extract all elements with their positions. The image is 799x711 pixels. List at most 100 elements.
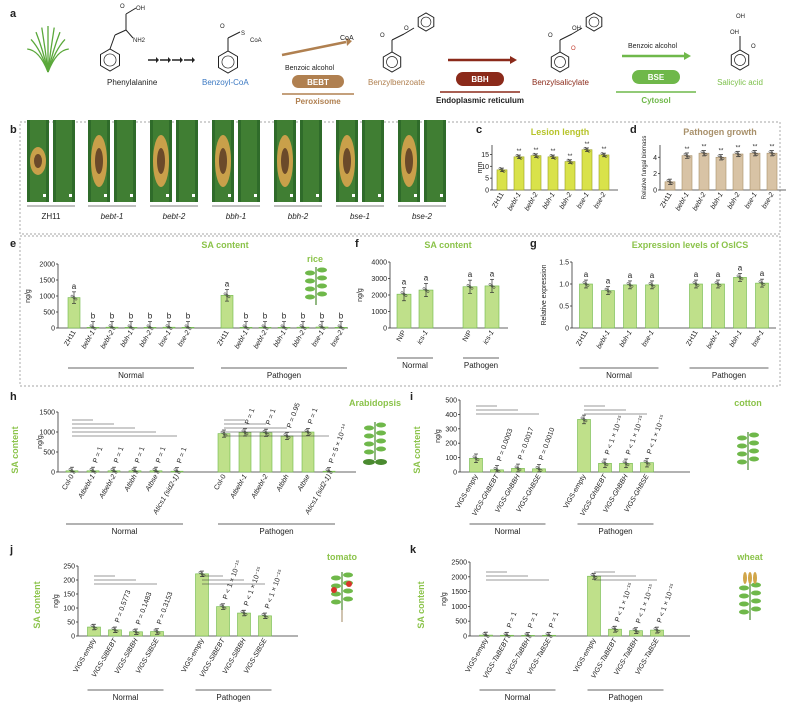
y-tick-label: 500 — [455, 619, 467, 626]
category-label: bebt-1 — [675, 191, 691, 212]
data-point — [628, 283, 632, 287]
panel-ylabel: SA content — [412, 426, 422, 473]
atom-label: OH — [736, 14, 745, 20]
category-label: bbh-2 — [727, 191, 742, 210]
y-tick-label: 15 — [481, 152, 489, 159]
y-tick-label: 0 — [653, 188, 657, 195]
significance-letter: a — [760, 269, 765, 278]
scale-mark — [43, 194, 46, 197]
data-point — [734, 151, 738, 154]
panel-letter: b — [10, 124, 17, 136]
lesion-length-chart: 051015mmZH11**bebt-1**bebt-2**bbh-1**bbh… — [477, 127, 618, 212]
leaf-icon — [376, 446, 386, 452]
significance-letter: b — [129, 312, 134, 321]
data-point — [263, 614, 267, 618]
data-point — [482, 632, 486, 635]
leaf-icon — [317, 275, 327, 281]
scale-mark — [378, 194, 381, 197]
significance-letter: b — [301, 311, 306, 320]
scale-mark — [316, 194, 319, 197]
data-point — [700, 150, 704, 154]
enzyme-pill — [456, 72, 504, 86]
scale-mark — [290, 194, 293, 197]
leaf-icon — [317, 291, 327, 297]
leaf-icon — [737, 435, 747, 441]
y-tick-label: 200 — [445, 441, 457, 448]
lesion-core — [343, 148, 351, 174]
y-tick-label: 4000 — [371, 260, 387, 267]
data-point — [112, 469, 116, 473]
significance-letter: a — [628, 271, 633, 280]
wheat-sa-chart: 05001000150020002500ng/gVIGS-emptyVIGS-T… — [441, 560, 690, 702]
significance-letter: a — [650, 271, 655, 280]
category-label: Atbse — [144, 473, 160, 493]
significance-stars: ** — [602, 147, 607, 153]
data-point — [718, 284, 722, 287]
category-label: bse-1 — [576, 191, 591, 210]
data-point — [186, 326, 190, 329]
significance-stars: ** — [702, 144, 707, 150]
data-point — [587, 149, 591, 153]
leaf-texture — [179, 120, 195, 202]
data-point — [636, 630, 640, 634]
line — [559, 33, 573, 41]
data-point — [91, 326, 95, 329]
aromatic-circle — [588, 16, 600, 28]
data-point — [549, 635, 553, 639]
leaf-icon — [305, 270, 315, 276]
leaf-icon — [749, 432, 759, 438]
scale-mark — [166, 194, 169, 197]
species-label: cotton — [734, 398, 762, 408]
group-label: Pathogen — [464, 361, 498, 370]
cosubstrate: Benzoic alcohol — [628, 43, 677, 50]
data-point — [768, 150, 772, 154]
data-point — [112, 327, 116, 331]
data-point — [173, 468, 177, 472]
chart-title: SA content — [201, 240, 248, 250]
data-point — [72, 296, 76, 299]
category-label: ZH11 — [659, 191, 673, 209]
atom-label: CoA — [250, 38, 262, 44]
category-label: bse-1 — [158, 329, 173, 348]
atom-label: S — [241, 31, 245, 37]
category-label: Atbebt-1 — [77, 473, 97, 500]
significance-letter: b — [148, 312, 153, 321]
data-point — [282, 326, 286, 329]
y-tick-label: 1000 — [451, 604, 467, 611]
data-point — [89, 467, 93, 471]
cosubstrate: CoA — [340, 35, 354, 42]
data-point — [760, 281, 764, 285]
data-point — [113, 628, 117, 632]
arrowhead-icon — [684, 52, 691, 60]
leaf-icon — [749, 440, 759, 446]
y-tick-label: 10 — [481, 164, 489, 171]
data-point — [136, 631, 140, 635]
leaf-icon — [317, 283, 327, 289]
pathway-diagram: OHONH2PhenylalanineSCoAOBenzoyl-CoACoABe… — [27, 4, 763, 106]
fruit-icon — [346, 581, 352, 587]
bar-mark — [689, 283, 703, 329]
y-axis-label: Relative expression — [541, 264, 548, 325]
atom-label: OH — [136, 6, 145, 12]
molecule-name: Benzylbenzoate — [368, 78, 425, 87]
p-value: P = 1 — [506, 611, 518, 629]
data-point — [402, 292, 406, 296]
category-label: Atbebt-2 — [250, 473, 270, 500]
data-point — [502, 170, 506, 173]
p-value: P = 1 — [527, 611, 539, 629]
y-tick-label: 150 — [63, 592, 75, 599]
data-point — [266, 432, 270, 436]
data-point — [110, 467, 114, 471]
significance-letter: b — [244, 312, 249, 321]
data-point — [132, 628, 136, 632]
p-value: P = 1 — [134, 446, 146, 464]
benzene-ring-icon — [730, 49, 750, 71]
data-point — [604, 287, 608, 291]
data-point — [585, 148, 589, 152]
significance-stars: ** — [517, 149, 522, 155]
p-value: P < 1 × 10⁻¹⁵ — [625, 415, 646, 456]
bar-mark — [681, 155, 693, 191]
data-point — [650, 283, 654, 287]
y-tick-label: 4 — [653, 155, 657, 162]
